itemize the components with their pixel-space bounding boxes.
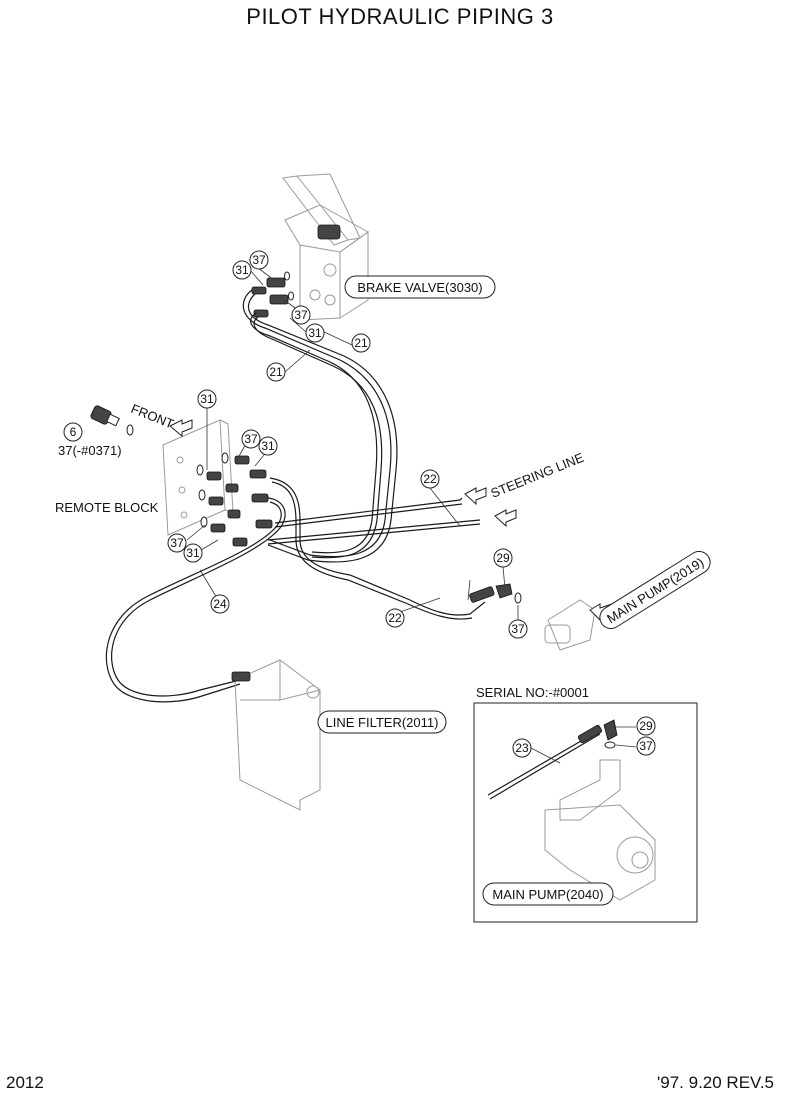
label-brake-valve: BRAKE VALVE(3030) bbox=[344, 275, 496, 299]
svg-text:37: 37 bbox=[294, 308, 308, 322]
callout-22: 22 bbox=[420, 469, 440, 489]
svg-text:31: 31 bbox=[200, 392, 214, 406]
label-line-filter: LINE FILTER(2011) bbox=[317, 710, 447, 734]
callout-6: 6 bbox=[63, 422, 83, 442]
svg-text:21: 21 bbox=[269, 365, 283, 379]
svg-text:22: 22 bbox=[423, 472, 437, 486]
callout-31: 31 bbox=[183, 543, 203, 563]
svg-text:MAIN PUMP(2019): MAIN PUMP(2019) bbox=[604, 555, 706, 627]
callout-31: 31 bbox=[232, 260, 252, 280]
line-filter-drawing bbox=[231, 659, 321, 811]
svg-text:29: 29 bbox=[496, 551, 510, 565]
remote-block-fittings bbox=[206, 455, 273, 547]
hose-21 bbox=[242, 289, 398, 563]
label-serial-no: SERIAL NO:-#0001 bbox=[476, 685, 589, 700]
label-remote-block: REMOTE BLOCK bbox=[55, 500, 159, 515]
label-main-pump-2040: MAIN PUMP(2040) bbox=[482, 882, 614, 906]
callout-37: 37 bbox=[249, 250, 269, 270]
svg-text:37: 37 bbox=[244, 432, 258, 446]
callout-37: 37 bbox=[291, 305, 311, 325]
callout-22: 22 bbox=[385, 608, 405, 628]
label-main-pump-2019: MAIN PUMP(2019) bbox=[599, 550, 711, 630]
callout-circles: 37 31 37 31 21 21 31 6 37 31 22 37 31 24… bbox=[63, 250, 656, 758]
callout-24: 24 bbox=[210, 594, 230, 614]
callout-21: 21 bbox=[351, 333, 371, 353]
plug-part-6 bbox=[90, 405, 134, 436]
label-front: FRONT bbox=[129, 401, 176, 432]
callout-31: 31 bbox=[258, 436, 278, 456]
front-arrow bbox=[169, 419, 193, 438]
svg-text:31: 31 bbox=[186, 546, 200, 560]
svg-text:37: 37 bbox=[511, 622, 525, 636]
svg-text:6: 6 bbox=[70, 425, 77, 439]
svg-text:24: 24 bbox=[213, 597, 227, 611]
callout-37: 37 bbox=[636, 736, 656, 756]
steering-arrows bbox=[464, 487, 517, 528]
hose-22 bbox=[267, 477, 486, 620]
page-number: 2012 bbox=[6, 1073, 44, 1092]
page-title: PILOT HYDRAULIC PIPING 3 bbox=[246, 4, 554, 29]
callout-29: 29 bbox=[493, 548, 513, 568]
leader-lines bbox=[186, 267, 637, 764]
callout-37: 37 bbox=[508, 619, 528, 639]
svg-text:37: 37 bbox=[252, 253, 266, 267]
revision-label: '97. 9.20 REV.5 bbox=[657, 1073, 774, 1092]
callout-31: 31 bbox=[197, 389, 217, 409]
svg-text:37: 37 bbox=[639, 739, 653, 753]
svg-text:23: 23 bbox=[515, 741, 529, 755]
svg-text:29: 29 bbox=[639, 719, 653, 733]
callout-29: 29 bbox=[636, 716, 656, 736]
svg-text:MAIN PUMP(2040): MAIN PUMP(2040) bbox=[492, 887, 603, 902]
callout-21: 21 bbox=[266, 362, 286, 382]
callout-31: 31 bbox=[305, 323, 325, 343]
svg-text:BRAKE VALVE(3030): BRAKE VALVE(3030) bbox=[357, 280, 482, 295]
callout-37: 37 bbox=[241, 429, 261, 449]
svg-text:21: 21 bbox=[354, 336, 368, 350]
svg-text:31: 31 bbox=[308, 326, 322, 340]
svg-text:22: 22 bbox=[388, 611, 402, 625]
svg-text:37: 37 bbox=[170, 536, 184, 550]
remote-block-drawing bbox=[162, 419, 234, 536]
svg-text:LINE FILTER(2011): LINE FILTER(2011) bbox=[326, 715, 439, 730]
brake-valve-drawing bbox=[282, 173, 369, 321]
label-part-37-note: 37(-#0371) bbox=[58, 443, 122, 458]
pump-fittings bbox=[469, 583, 613, 651]
svg-text:31: 31 bbox=[261, 439, 275, 453]
label-steering-line: STEERING LINE bbox=[489, 450, 587, 501]
callout-37: 37 bbox=[167, 533, 187, 553]
callout-23: 23 bbox=[512, 738, 532, 758]
serial-inset bbox=[473, 702, 698, 923]
hose-24 bbox=[105, 497, 286, 703]
svg-text:31: 31 bbox=[235, 263, 249, 277]
